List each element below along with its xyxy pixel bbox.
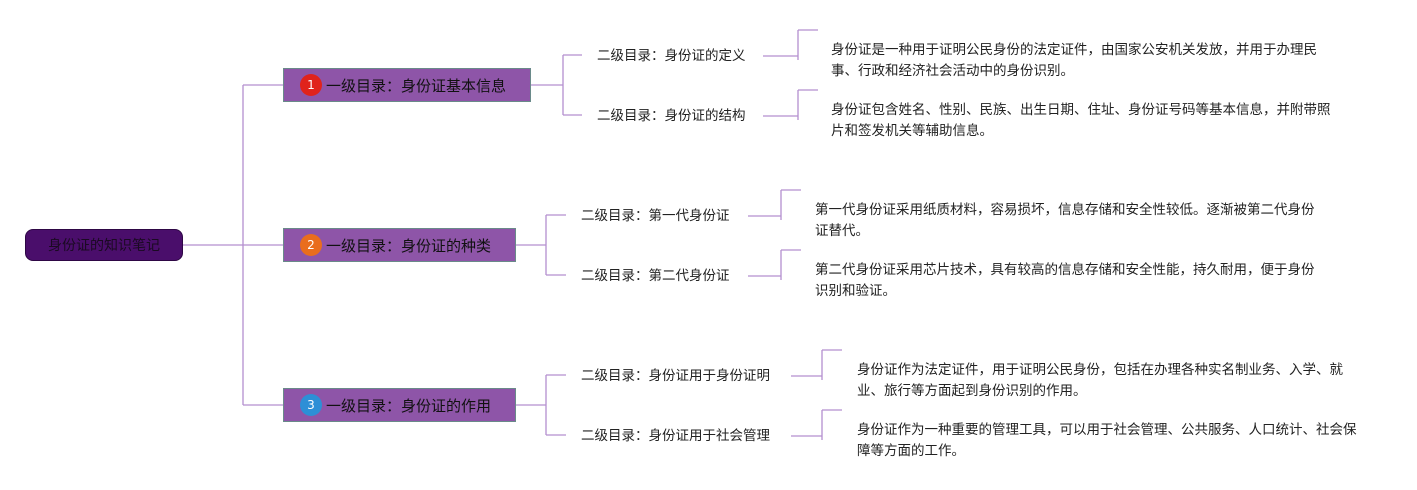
number-badge-3-icon: 3 <box>300 394 322 416</box>
level2-node-first-gen[interactable]: 二级目录：第一代身份证 <box>581 208 730 224</box>
level1-node-types[interactable]: 2 一级目录：身份证的种类 <box>283 228 516 262</box>
number-badge-1-icon: 1 <box>300 74 322 96</box>
level2-node-definition[interactable]: 二级目录：身份证的定义 <box>597 48 746 64</box>
level2-node-second-gen[interactable]: 二级目录：第二代身份证 <box>581 268 730 284</box>
level2-node-social-management[interactable]: 二级目录：身份证用于社会管理 <box>581 428 770 444</box>
note-structure: 身份证包含姓名、性别、民族、出生日期、住址、身份证号码等基本信息，并附带照片和签… <box>831 102 1331 139</box>
level1-node-basic-info[interactable]: 1 一级目录：身份证基本信息 <box>283 68 531 102</box>
level1-label: 一级目录：身份证的种类 <box>326 236 492 255</box>
level1-node-functions[interactable]: 3 一级目录：身份证的作用 <box>283 388 516 422</box>
note-identity-proof: 身份证作为法定证件，用于证明公民身份，包括在办理各种实名制业务、入学、就业、旅行… <box>857 362 1343 399</box>
note-second-gen: 第二代身份证采用芯片技术，具有较高的信息存储和安全性能，持久耐用，便于身份识别和… <box>815 262 1315 299</box>
note-first-gen: 第一代身份证采用纸质材料，容易损坏，信息存储和安全性较低。逐渐被第二代身份证替代… <box>815 202 1315 239</box>
note-social-management: 身份证作为一种重要的管理工具，可以用于社会管理、公共服务、人口统计、社会保障等方… <box>857 422 1357 459</box>
level1-label: 一级目录：身份证基本信息 <box>326 76 507 95</box>
level2-node-identity-proof[interactable]: 二级目录：身份证用于身份证明 <box>581 368 770 384</box>
level1-label: 一级目录：身份证的作用 <box>326 396 492 415</box>
note-definition: 身份证是一种用于证明公民身份的法定证件，由国家公安机关发放，并用于办理民事、行政… <box>831 42 1317 79</box>
level2-node-structure[interactable]: 二级目录：身份证的结构 <box>597 108 746 124</box>
number-badge-2-icon: 2 <box>300 234 322 256</box>
root-node[interactable]: 身份证的知识笔记 <box>25 229 183 261</box>
